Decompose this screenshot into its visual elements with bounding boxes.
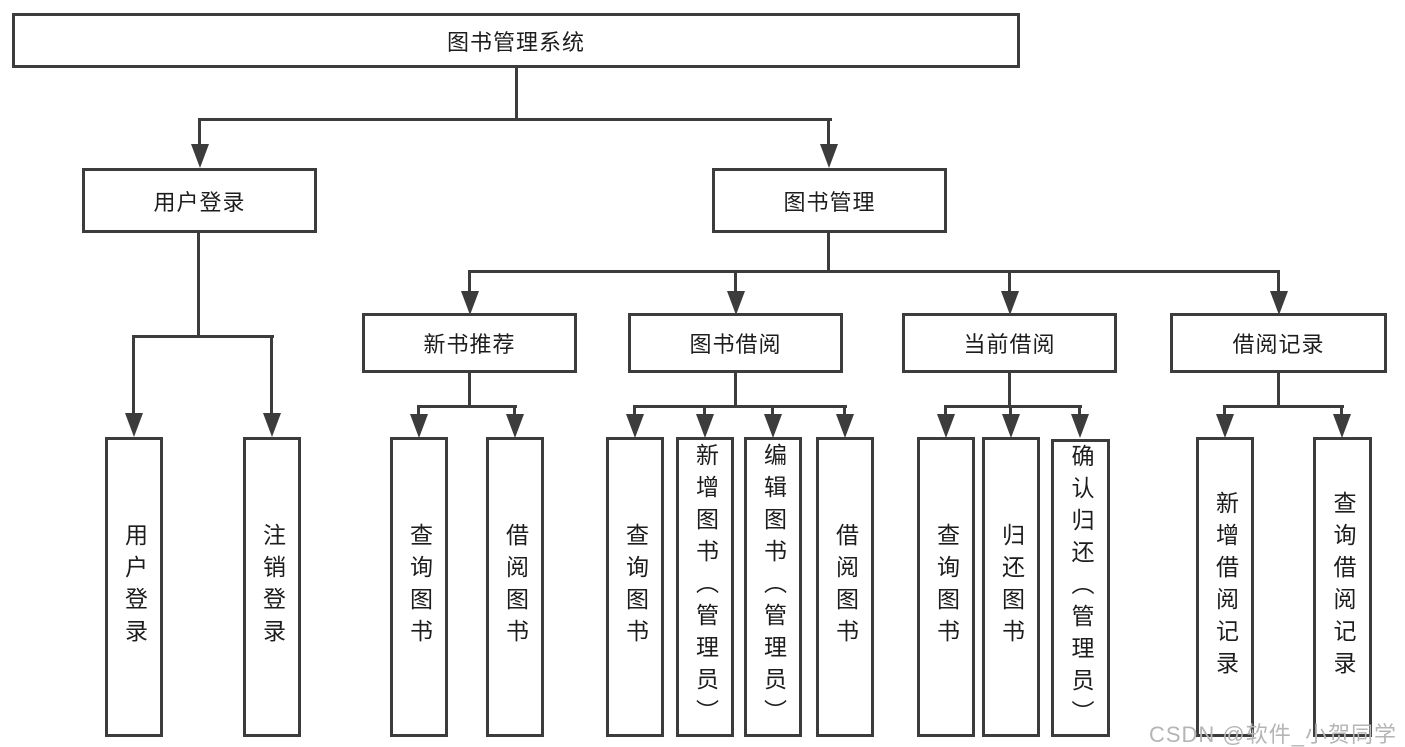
leaf-return-books-label: 归还图书 <box>998 523 1025 651</box>
connector-line <box>1277 373 1280 408</box>
node-borrow-records: 借阅记录 <box>1170 313 1387 373</box>
arrow-down-icon <box>461 291 479 315</box>
connector-line <box>417 405 420 417</box>
node-new-book-recommend-label: 新书推荐 <box>423 332 516 357</box>
connector-line <box>827 118 830 146</box>
node-current-borrow: 当前借阅 <box>902 313 1117 373</box>
node-root-label: 图书管理系统 <box>446 29 585 55</box>
connector-line <box>468 270 471 294</box>
arrow-down-icon <box>820 144 838 168</box>
connector-line <box>1277 270 1280 294</box>
connector-line <box>827 233 830 273</box>
leaf-user-login: 用户登录 <box>105 437 163 737</box>
arrow-down-icon <box>626 414 644 438</box>
arrow-down-icon <box>1333 414 1351 438</box>
connector-line <box>132 335 274 338</box>
node-book-management-label: 图书管理 <box>783 189 876 215</box>
leaf-recommend-query-books-label: 查询图书 <box>406 523 433 651</box>
leaf-borrow-query-books: 查询图书 <box>606 437 664 737</box>
leaf-add-borrow-record: 新增借阅记录 <box>1196 437 1254 737</box>
arrow-down-icon <box>410 414 428 438</box>
node-new-book-recommend: 新书推荐 <box>362 313 577 373</box>
node-borrow-records-label: 借阅记录 <box>1232 332 1325 357</box>
node-book-management: 图书管理 <box>712 168 947 233</box>
connector-line <box>270 335 273 417</box>
leaf-add-books-admin-label: 新增图书（管理员） <box>692 443 719 731</box>
arrow-down-icon <box>191 144 209 168</box>
leaf-recommend-borrow-books-label: 借阅图书 <box>502 523 529 651</box>
leaf-logout-label: 注销登录 <box>259 523 286 651</box>
leaf-current-query-books-label: 查询图书 <box>933 523 960 651</box>
arrow-down-icon <box>506 414 524 438</box>
node-user-login-label: 用户登录 <box>153 189 246 215</box>
connector-line <box>703 405 706 417</box>
connector-line <box>198 118 201 146</box>
arrow-down-icon <box>1002 414 1020 438</box>
leaf-query-borrow-record: 查询借阅记录 <box>1313 437 1372 737</box>
arrow-down-icon <box>1270 291 1288 315</box>
leaf-add-borrow-record-label: 新增借阅记录 <box>1212 491 1239 683</box>
connector-line <box>1008 270 1011 294</box>
connector-line <box>1008 373 1011 408</box>
leaf-edit-books-admin: 编辑图书（管理员） <box>744 437 802 737</box>
connector-line <box>734 270 737 294</box>
arrow-down-icon <box>1071 414 1089 438</box>
connector-line <box>1223 405 1226 417</box>
connector-line <box>1009 405 1012 417</box>
arrow-down-icon <box>125 413 143 437</box>
connector-line <box>1223 405 1344 408</box>
connector-line <box>771 405 774 417</box>
connector-line <box>515 68 518 120</box>
leaf-borrow-books-label: 借阅图书 <box>832 523 859 651</box>
node-root-library-system: 图书管理系统 <box>12 13 1020 68</box>
leaf-add-books-admin: 新增图书（管理员） <box>676 437 734 737</box>
arrow-down-icon <box>764 414 782 438</box>
leaf-user-login-label: 用户登录 <box>121 523 148 651</box>
node-book-borrow-label: 图书借阅 <box>689 332 782 357</box>
connector-line <box>468 373 471 408</box>
arrow-down-icon <box>727 291 745 315</box>
connector-line <box>633 405 847 408</box>
csdn-watermark: CSDN @软件_小贺同学 <box>1148 722 1397 747</box>
connector-line <box>633 405 636 417</box>
leaf-query-borrow-record-label: 查询借阅记录 <box>1330 491 1356 683</box>
connector-line <box>734 373 737 408</box>
leaf-confirm-return-admin: 确认归还（管理员） <box>1051 439 1110 737</box>
leaf-recommend-query-books: 查询图书 <box>390 437 448 737</box>
node-user-login: 用户登录 <box>82 168 317 233</box>
connector-line <box>197 233 200 338</box>
node-current-borrow-label: 当前借阅 <box>963 332 1056 357</box>
leaf-current-query-books: 查询图书 <box>917 437 975 737</box>
arrow-down-icon <box>1216 414 1234 438</box>
node-book-borrow: 图书借阅 <box>628 313 843 373</box>
arrow-down-icon <box>836 414 854 438</box>
connector-line <box>944 405 947 417</box>
leaf-logout: 注销登录 <box>243 437 301 737</box>
arrow-down-icon <box>1001 291 1019 315</box>
connector-line <box>132 335 135 417</box>
arrow-down-icon <box>937 414 955 438</box>
connector-line <box>198 118 832 121</box>
connector-line <box>513 405 516 417</box>
leaf-return-books: 归还图书 <box>982 437 1040 737</box>
arrow-down-icon <box>263 413 281 437</box>
connector-line <box>843 405 846 417</box>
leaf-recommend-borrow-books: 借阅图书 <box>486 437 544 737</box>
leaf-confirm-return-admin-label: 确认归还（管理员） <box>1068 444 1094 732</box>
leaf-borrow-query-books-label: 查询图书 <box>622 523 649 651</box>
leaf-edit-books-admin-label: 编辑图书（管理员） <box>760 443 787 731</box>
connector-line <box>468 270 1280 273</box>
connector-line <box>944 405 1082 408</box>
connector-line <box>1340 405 1343 417</box>
arrow-down-icon <box>696 414 714 438</box>
connector-line <box>417 405 517 408</box>
connector-line <box>1078 405 1081 417</box>
leaf-borrow-books: 借阅图书 <box>816 437 874 737</box>
